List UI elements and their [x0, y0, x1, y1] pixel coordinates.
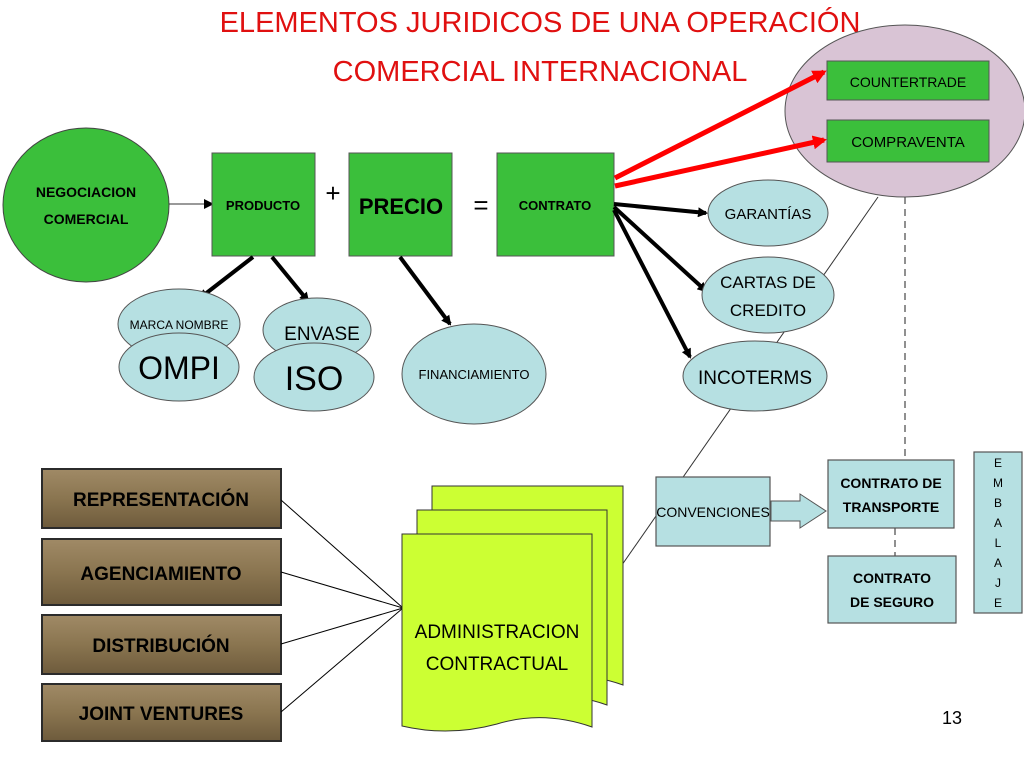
embalaje-letter: L — [995, 536, 1002, 550]
contract-types-ellipse — [784, 24, 1024, 198]
title-line-2: COMERCIAL INTERNACIONAL — [333, 56, 748, 88]
title-line-1: ELEMENTOS JURIDICOS DE UNA OPERACIÓN — [220, 6, 861, 39]
agenciamiento-box — [41, 538, 282, 606]
distribucion-box — [41, 614, 282, 675]
ompi-label: OMPI — [138, 350, 220, 386]
negociacion-label-1: NEGOCIACION — [36, 184, 136, 200]
seguro-label-2: DE SEGURO — [850, 594, 934, 610]
arrow-producto-to-marca — [198, 255, 255, 300]
producto-box — [211, 152, 316, 257]
representacion-box — [41, 468, 282, 529]
incoterms-ellipse — [682, 340, 828, 412]
agenciamiento-label: AGENCIAMIENTO — [80, 564, 241, 585]
compraventa-label: COMPRAVENTA — [851, 134, 965, 151]
arrow-contrato-to-incoterms — [612, 209, 692, 359]
producto-label: PRODUCTO — [226, 198, 300, 213]
administracion-label-1: ADMINISTRACION — [415, 622, 580, 643]
garantias-label: GARANTÍAS — [725, 206, 812, 223]
connector-distribucion — [280, 607, 404, 645]
administracion-label-2: CONTRACTUAL — [426, 654, 569, 675]
compraventa-box — [826, 119, 990, 163]
iso-label: ISO — [285, 360, 344, 398]
ompi-ellipse — [118, 332, 240, 402]
financiamiento-label: FINANCIAMIENTO — [419, 367, 530, 382]
cartas-label-1: CARTAS DE — [720, 273, 816, 292]
document-front — [401, 533, 593, 732]
negociacion-circle — [2, 127, 170, 283]
arrow-precio-to-financiamiento — [398, 255, 452, 326]
embalaje-letters: E M B A L A J E — [993, 456, 1003, 610]
convenciones-label: CONVENCIONES — [656, 504, 770, 520]
embalaje-letter: A — [994, 516, 1002, 530]
arrow-contrato-to-cartas — [612, 205, 708, 293]
connector-joint-ventures — [280, 607, 404, 713]
arrow-contrato-to-garantias — [613, 202, 708, 218]
financiamiento-ellipse — [401, 323, 547, 425]
embalaje-letter: J — [995, 576, 1001, 590]
countertrade-label: COUNTERTRADE — [850, 74, 966, 90]
plus-sign: + — [325, 178, 340, 208]
arrow-producto-to-envase — [270, 255, 310, 303]
contrato-label: CONTRATO — [519, 198, 591, 213]
embalaje-letter: M — [993, 476, 1003, 490]
distribucion-label: DISTRIBUCIÓN — [92, 635, 229, 657]
connector-agenciamiento — [280, 571, 404, 609]
transporte-box — [827, 459, 955, 529]
embalaje-letter: E — [994, 456, 1002, 470]
envase-label: ENVASE — [284, 324, 360, 345]
garantias-ellipse — [707, 179, 829, 247]
connector-representacion — [280, 499, 404, 609]
iso-ellipse — [253, 342, 375, 412]
negociacion-label-2: COMERCIAL — [44, 211, 129, 227]
marca-label: MARCA NOMBRE — [130, 318, 229, 332]
equals-sign: = — [473, 190, 488, 220]
embalaje-box — [973, 451, 1023, 614]
embalaje-letter: B — [994, 496, 1002, 510]
convenciones-box — [655, 476, 771, 547]
joint-ventures-box — [41, 683, 282, 742]
transporte-label-2: TRANSPORTE — [843, 499, 939, 515]
transporte-label-1: CONTRATO DE — [840, 475, 941, 491]
red-arrow-to-compraventa — [614, 135, 827, 189]
seguro-label-1: CONTRATO — [853, 570, 931, 586]
block-arrow-to-transporte — [770, 493, 827, 529]
embalaje-letter: E — [994, 596, 1002, 610]
incoterms-label: INCOTERMS — [698, 368, 812, 389]
representacion-label: REPRESENTACIÓN — [73, 489, 249, 511]
seguro-box — [827, 555, 957, 624]
precio-box — [348, 152, 453, 257]
embalaje-letter: A — [994, 556, 1002, 570]
cartas-ellipse — [701, 256, 835, 334]
countertrade-box — [826, 60, 990, 101]
joint-ventures-label: JOINT VENTURES — [79, 704, 244, 725]
red-arrow-to-countertrade — [613, 69, 827, 181]
precio-label: PRECIO — [359, 194, 443, 219]
contrato-box — [496, 152, 615, 257]
cartas-label-2: CREDITO — [730, 301, 806, 320]
page-number: 13 — [942, 708, 962, 728]
